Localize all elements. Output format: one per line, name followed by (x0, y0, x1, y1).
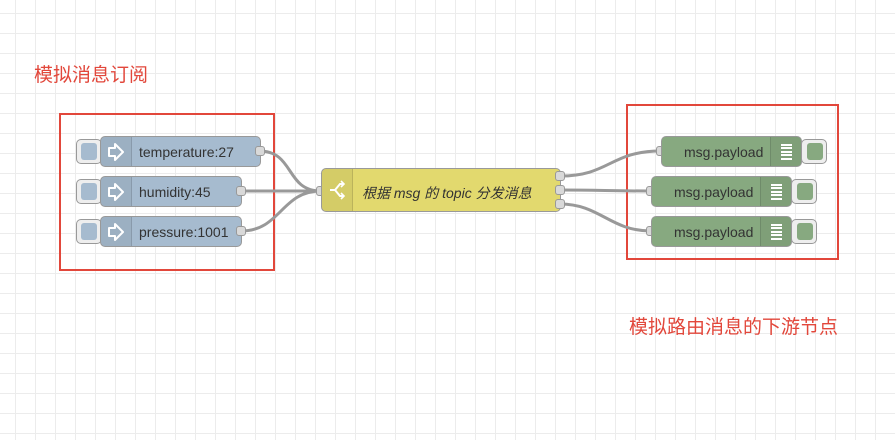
inject-trigger-button[interactable] (76, 179, 102, 204)
output-port[interactable] (555, 171, 565, 181)
output-port[interactable] (236, 226, 246, 236)
inject-node-temperature[interactable]: temperature:27 (100, 136, 261, 167)
output-port[interactable] (555, 199, 565, 209)
debug-toggle-button[interactable] (791, 179, 817, 204)
switch-node[interactable]: 根据 msg 的 topic 分发消息 (321, 168, 561, 212)
inject-node-label: temperature:27 (139, 144, 234, 160)
subscribe-annotation-label: 模拟消息订阅 (34, 64, 149, 86)
debug-node-label: msg.payload (674, 184, 754, 200)
inject-trigger-button[interactable] (76, 139, 102, 164)
list-icon (760, 217, 791, 246)
wire-temperature-to-switch (258, 149, 322, 193)
list-icon (770, 137, 801, 166)
wire-pressure-to-switch (240, 189, 322, 233)
debug-node-3[interactable]: msg.payload (651, 216, 792, 247)
debug-toggle-button[interactable] (791, 219, 817, 244)
debug-node-1[interactable]: msg.payload (661, 136, 802, 167)
debug-node-2[interactable]: msg.payload (651, 176, 792, 207)
output-port[interactable] (236, 186, 246, 196)
inject-trigger-fill (81, 183, 97, 200)
debug-toggle-fill (807, 143, 823, 160)
downstream-annotation-box (626, 104, 839, 260)
inject-node-humidity[interactable]: humidity:45 (100, 176, 242, 207)
debug-toggle-button[interactable] (801, 139, 827, 164)
inject-trigger-fill (81, 143, 97, 160)
arrow-in-icon (101, 217, 132, 246)
downstream-annotation-label: 模拟路由消息的下游节点 (629, 316, 839, 338)
list-icon (760, 177, 791, 206)
inject-node-label: pressure:1001 (139, 224, 229, 240)
inject-node-label: humidity:45 (139, 184, 211, 200)
inject-trigger-button[interactable] (76, 219, 102, 244)
wire-switch-to-debug-2 (559, 188, 652, 193)
output-port[interactable] (555, 185, 565, 195)
wire-switch-to-debug-1 (559, 149, 662, 178)
debug-toggle-fill (797, 183, 813, 200)
switch-node-label: 根据 msg 的 topic 分发消息 (362, 185, 532, 201)
output-port[interactable] (255, 146, 265, 156)
inject-trigger-fill (81, 223, 97, 240)
debug-node-label: msg.payload (674, 224, 754, 240)
debug-toggle-fill (797, 223, 813, 240)
arrow-in-icon (101, 177, 132, 206)
inject-node-pressure[interactable]: pressure:1001 (100, 216, 242, 247)
switch-icon (322, 169, 353, 211)
arrow-in-icon (101, 137, 132, 166)
debug-node-label: msg.payload (684, 144, 764, 160)
wire-switch-to-debug-3 (559, 202, 652, 233)
